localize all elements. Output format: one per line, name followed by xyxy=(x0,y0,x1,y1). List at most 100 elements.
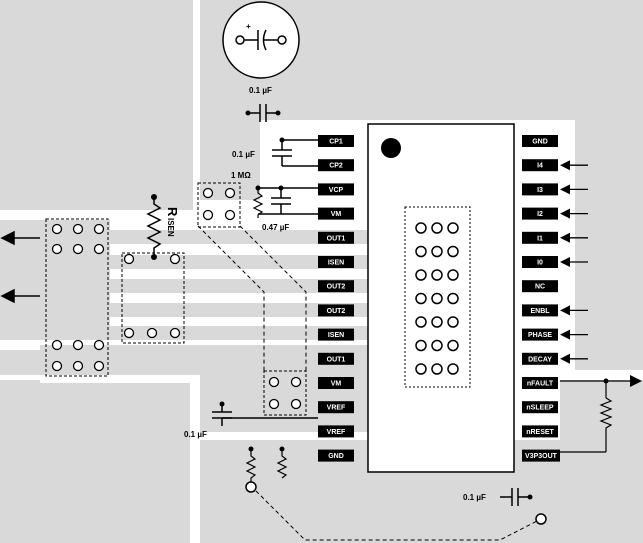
rsen-resistor-icon xyxy=(146,197,162,257)
thermal-via-icon xyxy=(415,269,427,281)
svg-text:CP2: CP2 xyxy=(329,163,343,170)
pin-label-i1: I1 xyxy=(522,231,558,244)
via-hole xyxy=(169,253,181,265)
arrow-left-icon xyxy=(560,184,588,195)
svg-text:GND: GND xyxy=(328,453,344,460)
pin-label-vcp: VCP xyxy=(318,183,354,196)
copper-right-column xyxy=(575,120,643,370)
copper-trace-out2 xyxy=(110,279,370,293)
via-box-middle xyxy=(121,252,185,344)
copper-top-right-strip xyxy=(200,120,260,200)
right-pin-labels: GNDI4I3I2I1I0NCENBLPHASEDECAYnFAULTnSLEE… xyxy=(522,135,560,462)
bulk-capacitor-outline xyxy=(222,1,300,79)
via-hole xyxy=(51,339,63,351)
dashed-connections xyxy=(197,225,542,541)
via-box-vm xyxy=(263,370,307,416)
copper-top-left xyxy=(0,0,193,210)
via-hole xyxy=(72,243,84,255)
test-point xyxy=(535,513,547,525)
svg-text:ISEN: ISEN xyxy=(328,260,344,267)
via-hole xyxy=(51,223,63,235)
thermal-via-icon xyxy=(447,316,459,328)
pin-label-vm: VM xyxy=(318,207,354,220)
via-hole xyxy=(224,187,236,199)
cap-cp-label: 0.1 µF xyxy=(232,150,255,159)
svg-text:VM: VM xyxy=(331,211,342,218)
thermal-via-icon xyxy=(431,269,443,281)
test-point xyxy=(245,481,257,493)
via-holes xyxy=(51,187,302,410)
thermal-via-icon xyxy=(431,316,443,328)
svg-text:I0: I0 xyxy=(537,260,543,267)
svg-text:OUT2: OUT2 xyxy=(327,284,346,291)
svg-text:nFAULT: nFAULT xyxy=(527,381,554,388)
via-box-left xyxy=(45,218,109,377)
copper-lower-left xyxy=(0,345,370,375)
thermal-via-icon xyxy=(447,363,459,375)
rsen-label: R xyxy=(165,207,180,217)
svg-text:nSLEEP: nSLEEP xyxy=(526,405,554,412)
polarized-capacitor-icon xyxy=(235,29,287,51)
via-hole xyxy=(72,360,84,372)
cap-vcp-label: 0.47 µF xyxy=(262,223,289,232)
via-hole xyxy=(93,223,105,235)
copper-trace-out2b xyxy=(110,303,370,317)
svg-text:I4: I4 xyxy=(537,163,543,170)
pin-label-v3p3out: V3P3OUT xyxy=(522,449,560,462)
clearance-lines xyxy=(0,210,370,383)
thermal-via-icon xyxy=(415,316,427,328)
copper-bottom-mid xyxy=(40,380,190,543)
pin-label-i3: I3 xyxy=(522,183,558,196)
copper-bottom-left xyxy=(0,380,40,543)
arrow-right-icon xyxy=(630,375,642,387)
thermal-via-icon xyxy=(431,245,443,258)
arrow-left-icon xyxy=(0,230,40,246)
arrow-left-icon xyxy=(560,329,588,340)
pin-label-vref: VREF xyxy=(318,425,354,438)
pin-label-out2: OUT2 xyxy=(318,304,354,317)
thermal-via-icon xyxy=(447,339,459,352)
thermal-via-icon xyxy=(415,339,427,352)
pin-label-out2: OUT2 xyxy=(318,280,354,293)
via-hole xyxy=(123,327,135,339)
via-hole xyxy=(290,376,302,388)
svg-text:VM: VM xyxy=(331,381,342,388)
res-vcp-label: 1 MΩ xyxy=(231,171,251,180)
pin-label-nsleep: nSLEEP xyxy=(522,401,558,414)
via-hole xyxy=(146,327,158,339)
via-hole xyxy=(268,376,280,388)
svg-text:DECAY: DECAY xyxy=(528,356,552,363)
arrow-left-icon xyxy=(560,232,588,243)
svg-text:VREF: VREF xyxy=(327,405,346,412)
pin-label-nreset: nRESET xyxy=(522,425,558,438)
svg-text:OUT2: OUT2 xyxy=(327,308,346,315)
cap-vref-label: 0.1 µF xyxy=(184,430,207,439)
thermal-via-icon xyxy=(431,222,443,234)
capacitor-icon xyxy=(272,139,318,167)
arrow-left-icon xyxy=(560,257,588,267)
pin-label-isen: ISEN xyxy=(318,256,354,268)
via-hole xyxy=(51,360,63,372)
svg-text:GND: GND xyxy=(532,139,548,146)
pin-label-out1: OUT1 xyxy=(318,352,354,365)
rsen-subscript: ISEN xyxy=(166,218,175,237)
via-hole xyxy=(72,223,84,235)
arrow-left-icon xyxy=(560,160,588,171)
polarity-plus: + xyxy=(246,22,251,31)
pin-label-gnd: GND xyxy=(318,449,354,462)
arrow-left-icon xyxy=(560,305,588,316)
svg-text:ENBL: ENBL xyxy=(530,308,550,315)
capacitor-icon xyxy=(258,187,318,215)
pin-label-out1: OUT1 xyxy=(318,231,354,244)
arrow-left-icon xyxy=(560,208,588,219)
pin-label-cp1: CP1 xyxy=(318,135,354,147)
via-hole xyxy=(123,253,135,265)
thermal-via-grid xyxy=(415,222,459,375)
thermal-via-icon xyxy=(431,292,443,305)
svg-text:OUT1: OUT1 xyxy=(327,356,346,363)
thermal-via-icon xyxy=(447,292,459,305)
svg-text:OUT1: OUT1 xyxy=(327,235,346,242)
thermal-via-icon xyxy=(415,363,427,375)
arrow-left-icon xyxy=(560,353,588,364)
